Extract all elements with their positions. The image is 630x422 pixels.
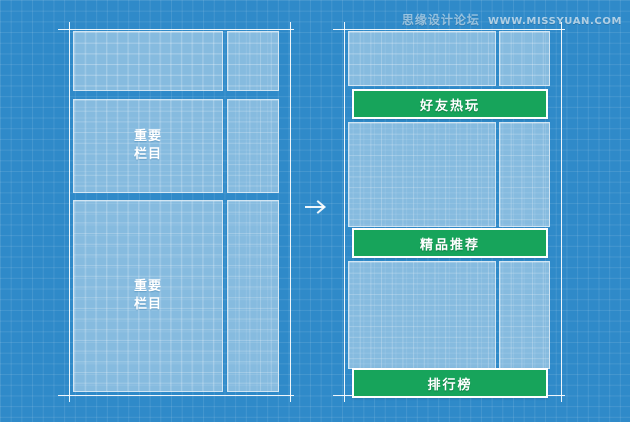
right-block-side-middle[interactable] (500, 123, 549, 226)
left-guide-right (290, 22, 291, 402)
left-block-main-top[interactable] (74, 32, 222, 90)
left-block-main-middle-label: 重要 栏目 (133, 129, 162, 162)
watermark-url: WWW.MISSYUAN.COM (487, 16, 622, 27)
highlight-bar-friends-hot-label: 好友热玩 (419, 98, 480, 114)
left-guide-top (58, 29, 294, 30)
right-block-main-bottom[interactable] (349, 262, 495, 368)
left-block-side-bottom[interactable] (228, 201, 278, 391)
arrow-right-icon (303, 196, 329, 218)
right-guide-right (561, 22, 562, 402)
left-block-main-bottom-label: 重要 栏目 (133, 279, 162, 312)
left-block-main-bottom[interactable]: 重要 栏目 (74, 201, 222, 391)
highlight-bar-premium-recommend-label: 精品推荐 (419, 237, 480, 253)
right-block-side-top[interactable] (500, 32, 549, 85)
right-block-main-top[interactable] (349, 32, 495, 85)
watermark: 思缘设计论坛 WWW.MISSYUAN.COM (402, 11, 622, 28)
right-block-side-bottom[interactable] (500, 262, 549, 368)
highlight-bar-friends-hot[interactable]: 好友热玩 (352, 89, 548, 119)
right-block-main-middle[interactable] (349, 123, 495, 226)
highlight-bar-rankings-label: 排行榜 (427, 377, 473, 393)
left-block-side-top[interactable] (228, 32, 278, 90)
highlight-bar-rankings[interactable]: 排行榜 (352, 368, 548, 398)
right-guide-left (344, 22, 345, 402)
right-guide-top (333, 29, 565, 30)
left-block-side-middle[interactable] (228, 100, 278, 192)
left-guide-left (69, 22, 70, 402)
highlight-bar-premium-recommend[interactable]: 精品推荐 (352, 228, 548, 258)
left-block-main-middle[interactable]: 重要 栏目 (74, 100, 222, 192)
watermark-site-name: 思缘设计论坛 (401, 13, 480, 27)
left-guide-bottom (58, 395, 294, 396)
